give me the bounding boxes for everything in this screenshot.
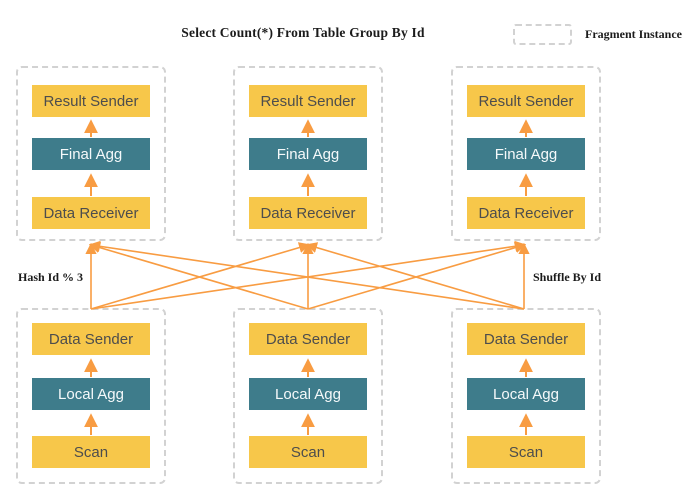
shuffle-by-id-label: Shuffle By Id [533, 270, 602, 284]
hash-id-label: Hash Id % 3 [18, 270, 84, 284]
node-result-sender: Result Sender [32, 85, 150, 117]
fragment-instance-top-1: Result Sender Final Agg Data Receiver [16, 66, 166, 241]
node-data-receiver: Data Receiver [249, 197, 367, 229]
node-data-sender: Data Sender [249, 323, 367, 355]
node-label: Result Sender [260, 92, 356, 110]
arrow-b3-t2 [305, 242, 525, 310]
node-label: Data Sender [483, 330, 569, 348]
node-label: Data Receiver [43, 204, 139, 222]
node-final-agg: Final Agg [467, 138, 585, 170]
node-data-receiver: Data Receiver [467, 197, 585, 229]
fragment-instance-top-3: Result Sender Final Agg Data Receiver [451, 66, 601, 241]
legend-label: Fragment Instance [585, 27, 682, 41]
node-label: Final Agg [494, 145, 558, 163]
node-label: Final Agg [59, 145, 123, 163]
fragment-instance-top-2: Result Sender Final Agg Data Receiver [233, 66, 383, 241]
node-label: Result Sender [43, 92, 139, 110]
node-label: Scan [290, 443, 326, 461]
node-data-sender: Data Sender [32, 323, 150, 355]
node-scan: Scan [467, 436, 585, 468]
node-label: Local Agg [493, 385, 559, 403]
node-label: Final Agg [276, 145, 340, 163]
node-label: Scan [508, 443, 544, 461]
fragment-instance-bottom-1: Data Sender Local Agg Scan [16, 308, 166, 484]
arrow-b1-t2 [90, 242, 311, 310]
node-label: Data Sender [48, 330, 134, 348]
node-scan: Scan [249, 436, 367, 468]
arrow-b1-t3 [90, 240, 527, 310]
arrow-b2-t1 [88, 242, 309, 310]
node-result-sender: Result Sender [467, 85, 585, 117]
node-local-agg: Local Agg [467, 378, 585, 410]
node-local-agg: Local Agg [249, 378, 367, 410]
node-label: Data Receiver [478, 204, 574, 222]
fragment-instance-bottom-3: Data Sender Local Agg Scan [451, 308, 601, 484]
fragment-instance-swatch [513, 24, 572, 45]
node-final-agg: Final Agg [32, 138, 150, 170]
node-local-agg: Local Agg [32, 378, 150, 410]
node-label: Local Agg [58, 385, 124, 403]
node-label: Result Sender [478, 92, 574, 110]
node-data-receiver: Data Receiver [32, 197, 150, 229]
diagram-title: Select Count(*) From Table Group By Id [181, 25, 425, 40]
arrow-b3-t1 [88, 240, 525, 310]
node-final-agg: Final Agg [249, 138, 367, 170]
node-label: Scan [73, 443, 109, 461]
node-label: Data Sender [265, 330, 351, 348]
node-result-sender: Result Sender [249, 85, 367, 117]
node-scan: Scan [32, 436, 150, 468]
legend: Fragment Instance [513, 24, 682, 45]
node-label: Local Agg [275, 385, 341, 403]
arrow-b2-t3 [307, 242, 527, 310]
node-label: Data Receiver [260, 204, 356, 222]
fragment-instance-bottom-2: Data Sender Local Agg Scan [233, 308, 383, 484]
node-data-sender: Data Sender [467, 323, 585, 355]
